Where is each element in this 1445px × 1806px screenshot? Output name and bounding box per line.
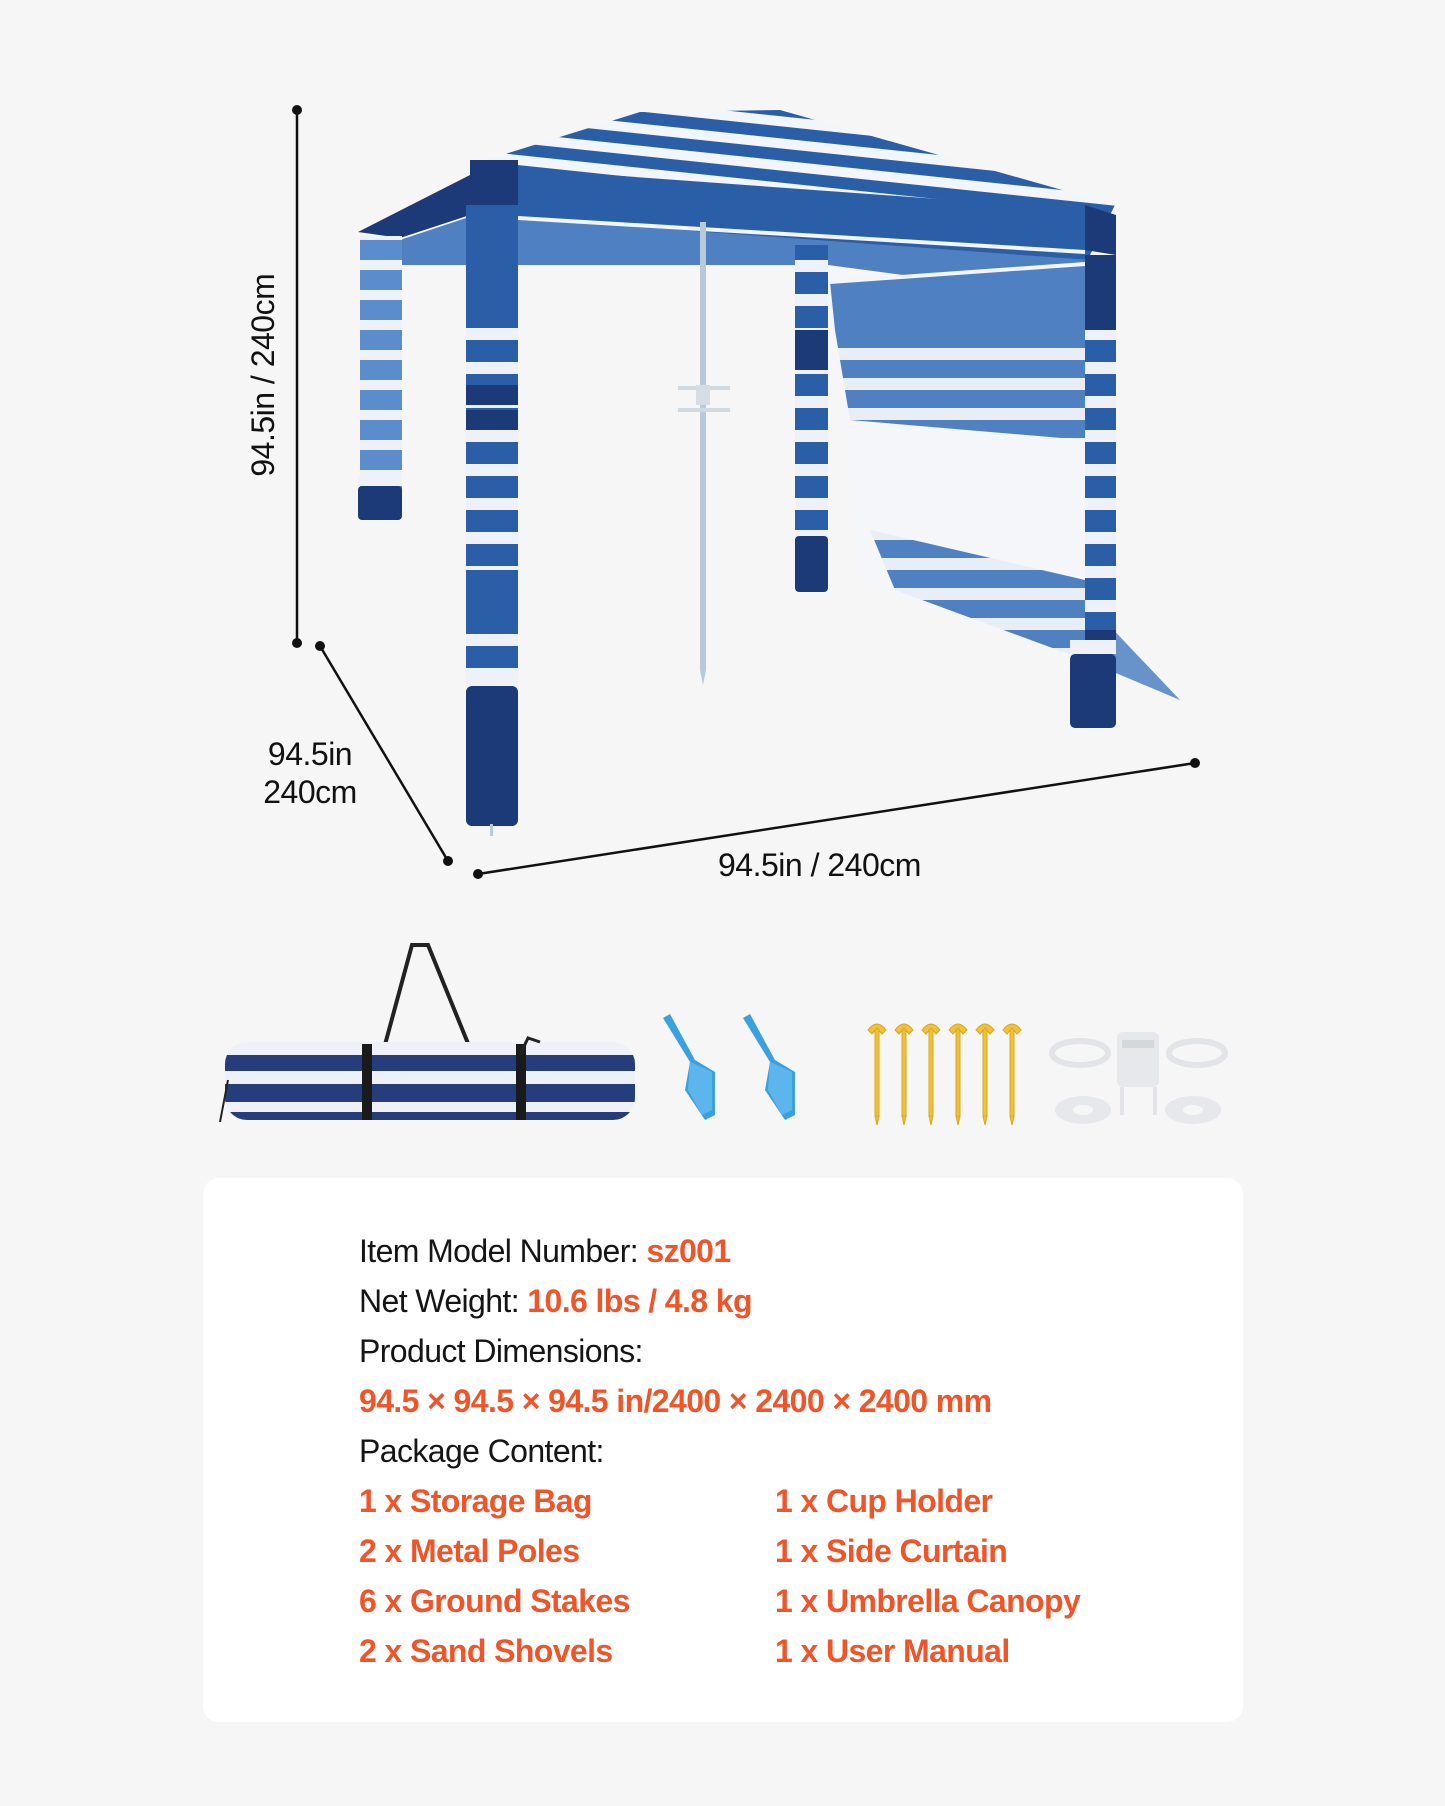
width-dimension-label: 94.5in / 240cm [718, 847, 921, 883]
product-dimensions-row: Product Dimensions: [359, 1331, 643, 1371]
depth-dimension-cm: 240cm [263, 774, 357, 811]
package-item: 2 x Metal Poles [359, 1533, 580, 1569]
package-item: 1 x Storage Bag [359, 1483, 592, 1519]
product-dimensions-value: 94.5 × 94.5 × 94.5 in/2400 × 2400 × 2400… [359, 1383, 992, 1419]
model-number-value: sz001 [646, 1233, 731, 1269]
model-number-row: Item Model Number: sz001 [359, 1231, 731, 1271]
specifications-card: Item Model Number: sz001 Net Weight: 10.… [203, 1178, 1243, 1722]
ground-stake-icon [867, 1023, 1022, 1126]
package-item: 6 x Ground Stakes [359, 1583, 630, 1619]
package-item: 1 x User Manual [775, 1633, 1010, 1669]
net-weight-label: Net Weight: [359, 1283, 528, 1319]
product-dimensions-value-row: 94.5 × 94.5 × 94.5 in/2400 × 2400 × 2400… [359, 1381, 992, 1421]
height-dimension-label: 94.5in / 240cm [244, 273, 281, 477]
package-item: 1 x Umbrella Canopy [775, 1583, 1081, 1619]
cabana-tent-illustration [358, 110, 1180, 836]
net-weight-row: Net Weight: 10.6 lbs / 4.8 kg [359, 1281, 753, 1321]
package-content-label: Package Content: [359, 1433, 604, 1469]
depth-dimension-label: 94.5in 240cm [254, 735, 366, 812]
package-item: 1 x Cup Holder [775, 1483, 993, 1519]
dimension-lines [292, 105, 1200, 879]
package-item: 1 x Side Curtain [775, 1533, 1008, 1569]
sand-shovel-icon [663, 1014, 795, 1120]
cup-holder-icon [1049, 1032, 1228, 1124]
accessories-row [0, 930, 1445, 1130]
net-weight-value: 10.6 lbs / 4.8 kg [527, 1283, 752, 1319]
package-content-row: Package Content: [359, 1431, 604, 1471]
storage-bag-icon [219, 943, 635, 1123]
depth-dimension-inches: 94.5in [267, 736, 353, 772]
package-item: 2 x Sand Shovels [359, 1633, 613, 1669]
product-dimensions-label: Product Dimensions: [359, 1333, 643, 1369]
model-number-label: Item Model Number: [359, 1233, 647, 1269]
